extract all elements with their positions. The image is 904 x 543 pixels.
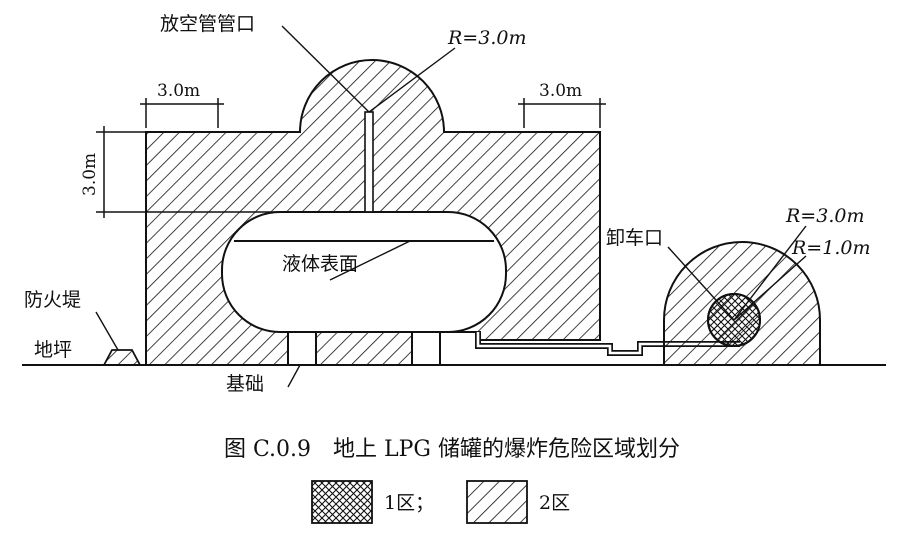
- legend-zone1-label: 1区；: [384, 492, 434, 514]
- legend-zone2-label: 2区: [539, 492, 570, 514]
- leader-liquid-surface: [329, 240, 411, 281]
- label-liquid-surface: 液体表面: [282, 253, 358, 275]
- label-ground: 地坪: [34, 339, 72, 361]
- leader-fire-dike: [95, 311, 119, 351]
- label-radius-vent: R=3.0m: [447, 27, 526, 49]
- foundation-right: [411, 331, 441, 366]
- leader-foundation: [287, 364, 301, 388]
- foundation-left: [287, 331, 317, 366]
- dimension-vertical: [96, 126, 372, 218]
- label-unloading-port: 卸车口: [606, 227, 663, 249]
- label-fire-dike: 防火堤: [24, 289, 81, 311]
- label-radius-unload-outer: R=3.0m: [785, 205, 864, 227]
- legend-zone1-swatch: [311, 480, 373, 524]
- legend-zone2-swatch: [466, 480, 528, 524]
- fire-dike: [102, 349, 142, 366]
- leader-unload: [667, 246, 735, 321]
- label-dim-right-top: 3.0m: [539, 81, 582, 101]
- leader-vent-outlet: [281, 25, 370, 113]
- leader-radius-unload-inner: [733, 255, 807, 321]
- label-radius-unload-inner: R=1.0m: [791, 237, 870, 259]
- label-dim-left-top: 3.0m: [157, 81, 200, 101]
- label-vent-outlet: 放空管管口: [160, 13, 255, 35]
- label-dim-vertical: 3.0m: [80, 153, 100, 196]
- leader-radius-unload-outer: [733, 225, 807, 321]
- lpg-tank: [221, 211, 507, 333]
- label-foundation: 基础: [226, 373, 264, 395]
- dimension-left-top: [140, 98, 224, 128]
- vent-pipe: [364, 111, 374, 213]
- dimension-right-top: [518, 98, 606, 128]
- leader-radius-vent: [368, 47, 456, 113]
- figure-caption: 图 C.0.9 地上 LPG 储罐的爆炸危险区域划分: [224, 437, 680, 462]
